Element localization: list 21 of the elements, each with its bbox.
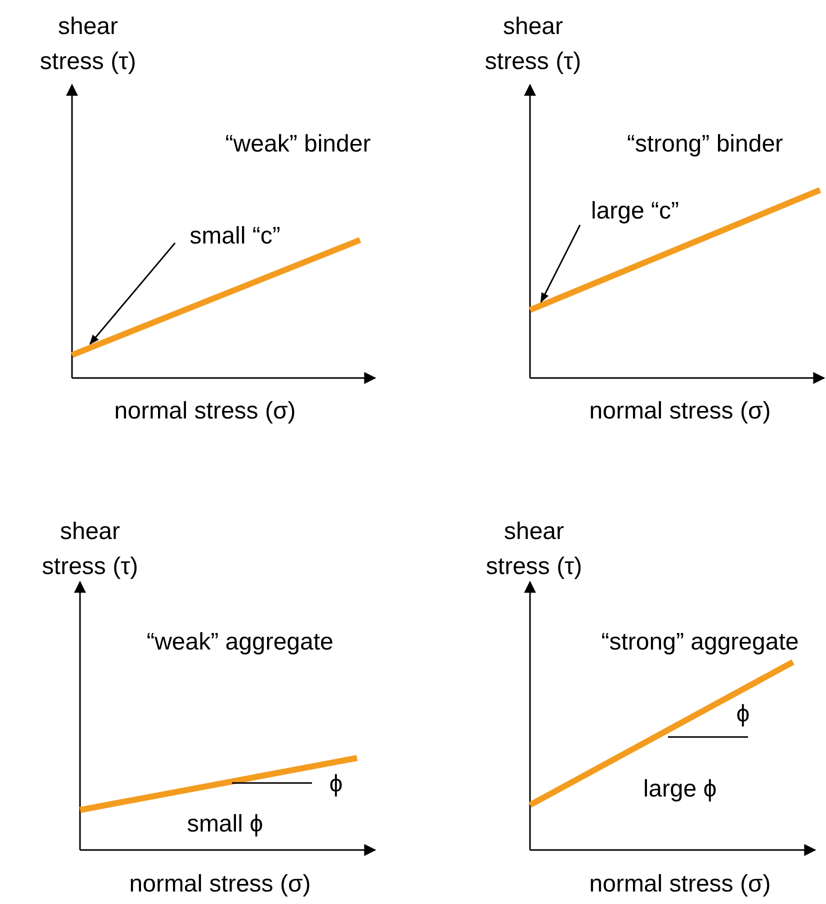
axis-title: normal stress (σ) — [114, 396, 296, 427]
annotation: “strong” aggregate — [601, 628, 799, 658]
callout-text: large “c” — [590, 194, 680, 230]
axis-title: normal stress (σ) — [129, 870, 311, 900]
axis-title: normal stress (σ) — [589, 396, 771, 427]
leader-line — [540, 224, 581, 303]
axis-title: shear stress (τ) — [38, 12, 138, 77]
angle-symbol: ϕ — [329, 770, 343, 800]
annotation: “weak” aggregate — [146, 628, 334, 658]
angle-symbol: ϕ — [736, 700, 750, 730]
annotation: “strong” binder — [626, 130, 784, 160]
axis-title: shear stress (τ) — [484, 12, 582, 77]
axis-title: normal stress (σ) — [589, 870, 771, 900]
annotation: small ϕ — [186, 810, 264, 840]
callout-text: small “c” — [190, 220, 280, 254]
axis-title: shear stress (τ) — [40, 517, 140, 582]
axis-title: shear stress (τ) — [484, 517, 584, 582]
annotation: large ϕ — [643, 774, 717, 805]
leader-line — [89, 242, 176, 345]
failure-envelope-line — [528, 187, 822, 313]
annotation: “weak” binder — [225, 130, 371, 160]
